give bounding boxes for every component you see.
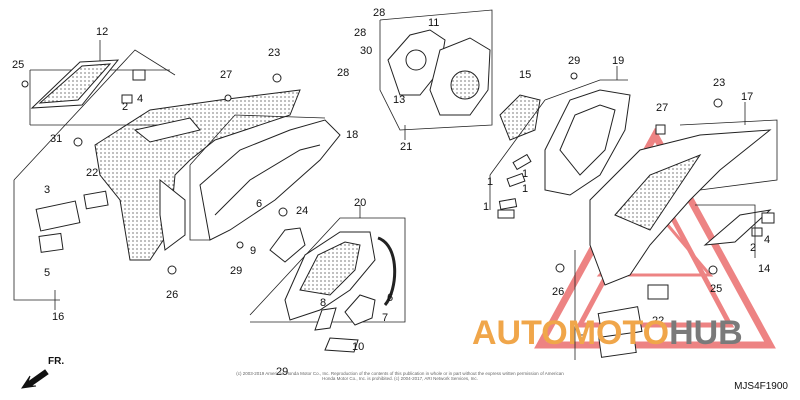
callout-29b: 29 (276, 366, 289, 378)
callout-23b: 23 (713, 77, 726, 89)
callout-2b: 2 (750, 242, 757, 254)
callout-10: 10 (352, 341, 365, 353)
callout-29c: 29 (568, 55, 581, 67)
callout-26b: 26 (552, 286, 565, 298)
callout-28c: 28 (337, 67, 350, 79)
group-outline-right-top (489, 66, 628, 210)
callout-4: 4 (137, 93, 144, 105)
group-outline-right (574, 102, 778, 360)
callout-1a: 1 (487, 176, 494, 188)
front-arrow-icon (20, 369, 49, 389)
callout-13: 13 (393, 94, 406, 106)
callout-9: 9 (250, 245, 257, 257)
callout-25b: 25 (710, 283, 723, 295)
callout-1c: 1 (522, 183, 529, 195)
part-20-inner-box (269, 227, 397, 321)
callout-5: 5 (44, 267, 51, 279)
watermark-text: AUTOMOTOHUB (472, 314, 743, 352)
callout-1d: 1 (483, 201, 490, 213)
group-outline-left (13, 40, 176, 310)
callout-11: 11 (428, 17, 440, 29)
callout-3b: 3 (579, 333, 586, 345)
part-14-panel (597, 209, 775, 358)
callout-21: 21 (400, 141, 413, 153)
callout-27b: 27 (656, 102, 669, 114)
callout-22: 22 (86, 167, 99, 179)
callout-26: 26 (166, 289, 179, 301)
part-12-panel (30, 59, 120, 109)
callout-23: 23 (268, 47, 281, 59)
callout-12: 12 (96, 26, 109, 38)
callout-6a: 6 (256, 198, 263, 210)
callout-8: 8 (320, 297, 327, 309)
callout-4b: 4 (764, 234, 771, 246)
callout-15: 15 (519, 69, 532, 81)
right-side-cowl (589, 129, 772, 286)
part-18-inner-cover (199, 119, 341, 241)
callout-7: 7 (382, 312, 389, 324)
callout-27: 27 (220, 69, 233, 81)
callout-29a: 29 (230, 265, 243, 277)
part-15-bracket (499, 94, 541, 141)
callout-24: 24 (296, 205, 309, 217)
group-outline-top (379, 9, 493, 140)
part-11-meter-case (387, 29, 491, 116)
callout-16: 16 (52, 311, 65, 323)
callout-28a: 28 (373, 7, 386, 19)
callout-20: 20 (354, 197, 367, 209)
callout-22b: 22 (652, 315, 665, 327)
callout-28b: 28 (354, 27, 367, 39)
part-19-meter-panel (544, 89, 631, 196)
callout-30: 30 (360, 45, 373, 57)
front-direction-label: FR. (48, 356, 65, 367)
callout-25: 25 (12, 59, 25, 71)
callout-14: 14 (758, 263, 771, 275)
callout-2: 2 (122, 101, 129, 113)
callout-31: 31 (50, 133, 63, 145)
callout-19: 19 (612, 55, 625, 67)
callout-17: 17 (741, 91, 754, 103)
callout-1b: 1 (522, 168, 529, 180)
diagram-code: MJS4F1900 (734, 381, 788, 392)
small-parts-left (21, 69, 288, 275)
copyright-notice: (c) 2003-2019 American Honda Motor Co., … (236, 371, 564, 381)
callout-18: 18 (346, 129, 359, 141)
callout-3: 3 (44, 184, 51, 196)
callout-6b: 6 (387, 292, 394, 304)
